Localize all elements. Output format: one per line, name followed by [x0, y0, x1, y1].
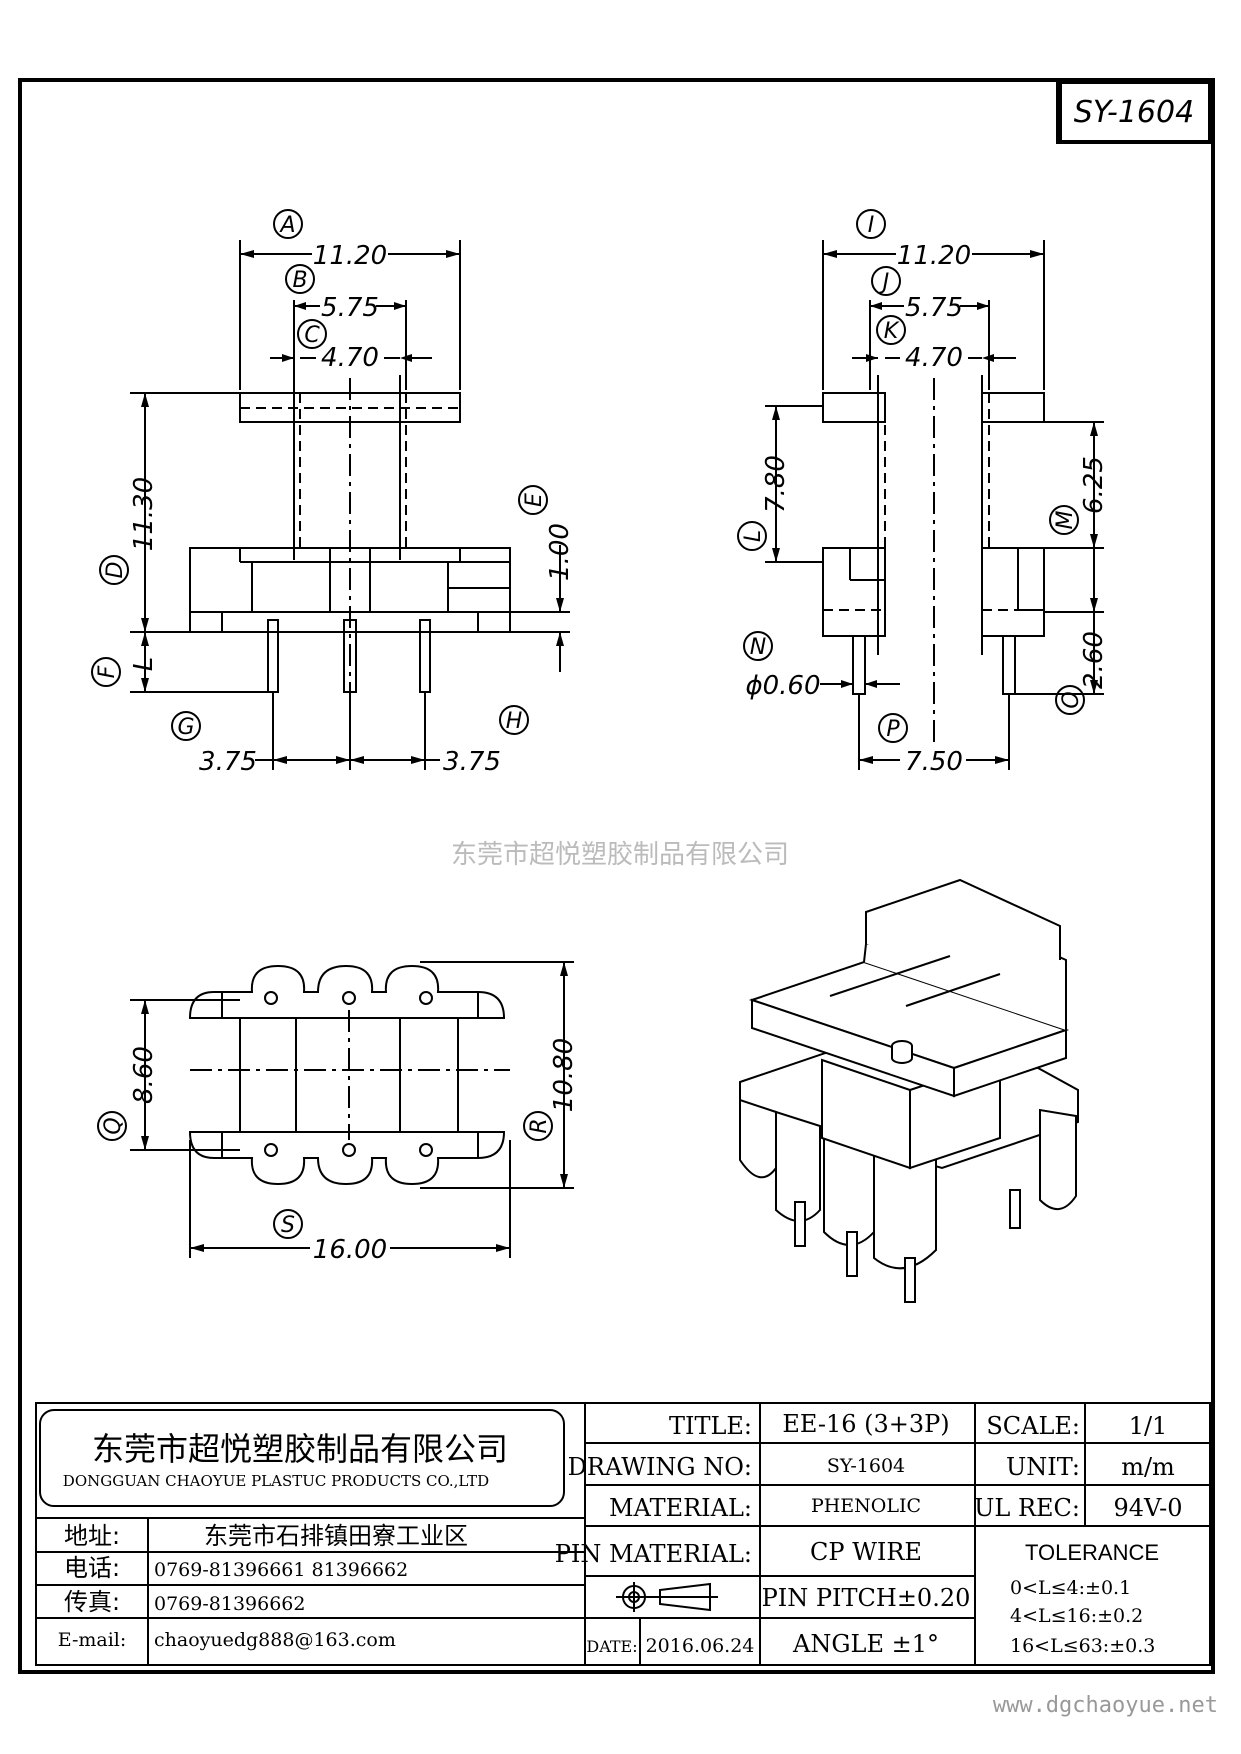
svg-text:K: K [884, 319, 900, 344]
scale-label: SCALE: [986, 1412, 1080, 1440]
address-label: 地址: [64, 1522, 120, 1550]
svg-text:ϕ0.60: ϕ0.60 [745, 671, 820, 701]
svg-text:2.60: 2.60 [1079, 631, 1109, 689]
company-name-cn: 东莞市超悦塑胶制品有限公司 [92, 1430, 508, 1468]
svg-text:3.75: 3.75 [199, 747, 257, 777]
svg-text:B: B [292, 268, 307, 293]
svg-text:A: A [278, 213, 295, 238]
pin-material-value: CP WIRE [810, 1538, 922, 1566]
drawing-code-box: SY-1604 [1056, 80, 1212, 144]
drawing-no-value: SY-1604 [827, 1455, 905, 1477]
svg-text:L: L [741, 530, 766, 542]
side-view: I 11.20 J 5.75 K 4.70 7.80 L [737, 209, 1109, 777]
svg-text:11.30: 11.30 [129, 477, 159, 551]
svg-text:C: C [304, 323, 320, 348]
svg-text:6.25: 6.25 [1079, 456, 1109, 514]
material-label: MATERIAL: [609, 1494, 752, 1522]
svg-text:4.70: 4.70 [905, 343, 963, 373]
svg-text:F: F [95, 665, 120, 678]
tolerance-row-1: 0<L≤4:±0.1 [1010, 1577, 1131, 1599]
svg-text:N: N [750, 635, 766, 660]
svg-text:7.80: 7.80 [761, 455, 791, 513]
website-text: www.dgchaoyue.net [993, 1693, 1218, 1718]
title-label: TITLE: [669, 1412, 752, 1440]
date-label: DATE: [586, 1637, 637, 1656]
svg-text:S: S [281, 1213, 295, 1238]
pin-pitch: PIN PITCH±0.20 [762, 1584, 971, 1612]
phone-value: 0769-81396661 81396662 [154, 1559, 408, 1581]
svg-text:3.75: 3.75 [443, 747, 501, 777]
svg-text:8.60: 8.60 [129, 1046, 159, 1104]
unit-value: m/m [1121, 1453, 1175, 1481]
svg-text:D: D [103, 562, 128, 579]
drawing-no-label: DRAWING NO: [568, 1453, 752, 1481]
svg-text:4.70: 4.70 [321, 343, 379, 373]
svg-text:O: O [1059, 691, 1084, 708]
svg-text:11.20: 11.20 [313, 241, 387, 271]
svg-text:5.75: 5.75 [905, 293, 963, 323]
date-value: 2016.06.24 [646, 1635, 755, 1657]
watermark-text: 东莞市超悦塑胶制品有限公司 [451, 840, 789, 870]
drawing-code: SY-1604 [1074, 95, 1194, 130]
svg-text:M: M [1053, 510, 1078, 529]
company-name-en: DONGGUAN CHAOYUE PLASTUC PRODUCTS CO.,LT… [63, 1472, 489, 1490]
front-view: A 11.20 B 5.75 C 4.70 11.30 D [91, 209, 575, 777]
pin-material-label: PIN MATERIAL: [555, 1540, 752, 1568]
tolerance-label: TOLERANCE [1025, 1540, 1159, 1565]
tolerance-row-2: 4<L≤16:±0.2 [1010, 1605, 1143, 1627]
scale-value: 1/1 [1129, 1412, 1168, 1440]
svg-text:P: P [886, 717, 900, 742]
fax-label: 传真: [64, 1588, 120, 1616]
svg-text:J: J [879, 270, 890, 295]
angle: ANGLE ±1° [792, 1630, 939, 1658]
svg-text:I: I [868, 213, 875, 238]
svg-text:R: R [527, 1118, 552, 1133]
svg-text:16.00: 16.00 [313, 1235, 387, 1265]
title-block: 东莞市超悦塑胶制品有限公司 DONGGUAN CHAOYUE PLASTUC P… [35, 1402, 1211, 1666]
svg-text:10.80: 10.80 [549, 1038, 579, 1112]
bottom-view: 8.60 Q 10.80 R 16.00 S [97, 961, 579, 1265]
title-value: EE-16 (3+3P) [782, 1410, 949, 1438]
sheet-border [18, 78, 1215, 1674]
svg-text:L: L [129, 657, 159, 672]
tolerance-row-3: 16<L≤63:±0.3 [1010, 1635, 1155, 1657]
projection-symbol-icon [616, 1582, 718, 1612]
svg-text:11.20: 11.20 [897, 241, 971, 271]
svg-text:G: G [177, 715, 194, 740]
ul-rec-value: 94V-0 [1113, 1494, 1182, 1522]
unit-label: UNIT: [1006, 1453, 1080, 1481]
email-label: E-mail: [58, 1629, 127, 1651]
svg-text:Q: Q [101, 1117, 126, 1134]
svg-text:1.00: 1.00 [545, 523, 575, 581]
svg-text:5.75: 5.75 [321, 293, 379, 323]
material-value: PHENOLIC [811, 1495, 921, 1517]
isometric-view [739, 878, 1079, 1303]
phone-label: 电话: [64, 1554, 120, 1582]
svg-text:7.50: 7.50 [905, 747, 963, 777]
svg-text:E: E [522, 493, 547, 507]
address-value: 东莞市石排镇田寮工业区 [204, 1522, 468, 1550]
svg-text:H: H [506, 709, 523, 734]
email-value: chaoyuedg888@163.com [154, 1629, 396, 1651]
fax-value: 0769-81396662 [154, 1593, 305, 1615]
ul-rec-label: UL REC: [974, 1494, 1080, 1522]
